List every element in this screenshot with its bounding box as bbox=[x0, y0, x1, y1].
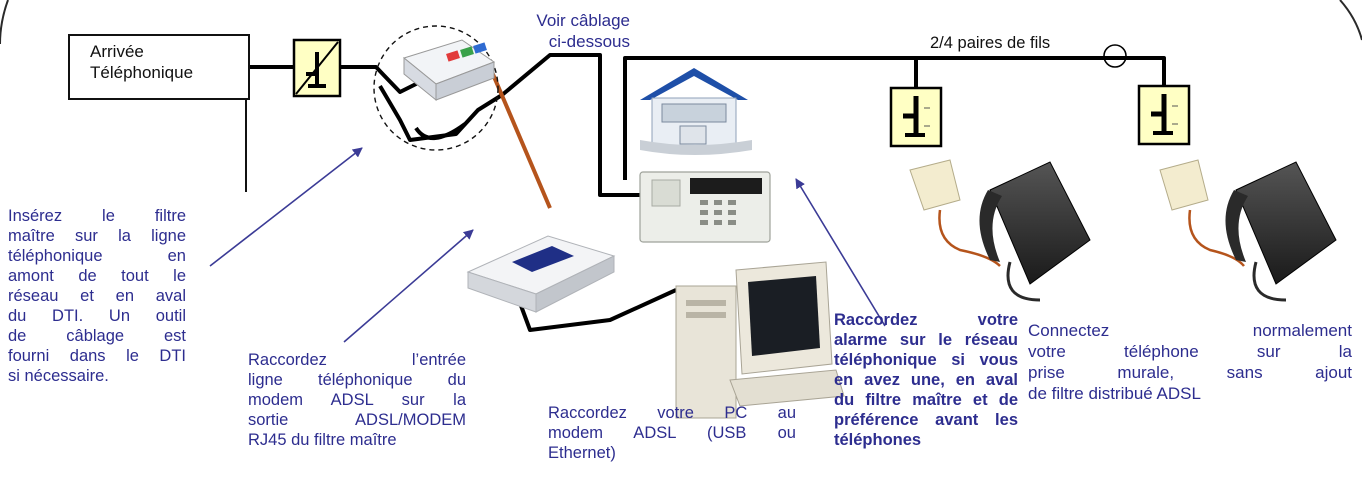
arrival-line2: Téléphonique bbox=[90, 63, 194, 82]
see-wiring-label: Voir câblage ci-dessous bbox=[506, 10, 630, 52]
arrow-alarm bbox=[795, 178, 886, 327]
note-line: en avez une, en aval bbox=[834, 371, 1018, 389]
ethernet-cable bbox=[490, 71, 552, 209]
note-line: Ethernet) bbox=[548, 444, 616, 462]
note-line: fourni dans le DTI bbox=[8, 347, 186, 365]
note-line: modem ADSL (USB ou bbox=[548, 424, 796, 442]
note-line: préférence avant les bbox=[834, 411, 1018, 429]
wire-pairs-label: 2/4 paires de fils bbox=[930, 34, 1051, 52]
filter-symbol-phone-2 bbox=[1137, 84, 1191, 146]
alarm-keypad bbox=[639, 171, 771, 243]
note-line: du DTI. Un outil bbox=[8, 307, 186, 325]
master-filter-device bbox=[402, 39, 496, 102]
note-line: téléphones bbox=[834, 431, 922, 449]
note-line: votre téléphone sur la bbox=[1028, 342, 1352, 361]
note-line: si nécessaire. bbox=[8, 367, 109, 385]
phone-wires bbox=[250, 53, 1166, 332]
see-wiring-line2: ci-dessous bbox=[548, 32, 630, 51]
note-line: ligne téléphonique du bbox=[248, 371, 466, 389]
frame-arc-right bbox=[1339, 0, 1362, 41]
annotation-arrows bbox=[209, 147, 886, 343]
note-line: Connectez normalement bbox=[1028, 321, 1352, 340]
note-line: prise murale, sans ajout bbox=[1028, 363, 1352, 382]
note-line: du filtre maître et de bbox=[834, 391, 1018, 409]
arrival-line1: Arrivée bbox=[90, 42, 144, 61]
arrow-modem bbox=[343, 229, 474, 343]
incoming-line-box: Arrivée Téléphonique bbox=[68, 34, 250, 100]
note-line: Raccordez votre PC au bbox=[548, 404, 796, 422]
note-line: téléphonique en bbox=[8, 247, 186, 265]
note-line: sortie ADSL/MODEM bbox=[248, 411, 466, 429]
alarm-house-icon bbox=[640, 68, 752, 155]
note-line: modem ADSL sur la bbox=[248, 391, 466, 409]
note-line: téléphonique si vous bbox=[834, 351, 1018, 369]
note-line: amont de tout le bbox=[8, 267, 186, 285]
telephone-2 bbox=[1159, 159, 1337, 302]
note-line: RJ45 du filtre maître bbox=[248, 431, 397, 449]
note-phone: Connectez normalement votre téléphone su… bbox=[1028, 320, 1360, 404]
note-line: de câblage est bbox=[8, 327, 186, 345]
master-filter-zoom-circle bbox=[373, 25, 499, 151]
note-line: Raccordez l’entrée bbox=[248, 351, 466, 369]
note-modem: Raccordez l’entrée ligne téléphonique du… bbox=[248, 350, 466, 450]
note-line: maître sur la ligne bbox=[8, 227, 186, 245]
note-line: Raccordez votre bbox=[834, 311, 1018, 329]
frame-arc-left bbox=[0, 0, 9, 45]
note-line: de filtre distribué ADSL bbox=[1028, 384, 1201, 403]
note-master-filter: Insérez le filtre maître sur la ligne té… bbox=[8, 206, 186, 386]
note-line: réseau et en aval bbox=[8, 287, 186, 305]
filter-symbol-master bbox=[292, 38, 342, 98]
note-line: alarme sur le réseau bbox=[834, 331, 1018, 349]
note-pc: Raccordez votre PC au modem ADSL (USB ou… bbox=[548, 403, 796, 463]
arrow-master-filter bbox=[209, 147, 363, 267]
note-alarm: Raccordez votre alarme sur le réseau tél… bbox=[834, 310, 1018, 450]
see-wiring-line1: Voir câblage bbox=[536, 11, 630, 30]
telephone-1 bbox=[909, 159, 1091, 302]
note-line: Insérez le filtre bbox=[8, 207, 186, 225]
pc-computer bbox=[675, 261, 845, 419]
filter-symbol-phone-1 bbox=[889, 86, 943, 148]
adsl-modem bbox=[466, 235, 616, 313]
cable-tie bbox=[1103, 44, 1127, 68]
